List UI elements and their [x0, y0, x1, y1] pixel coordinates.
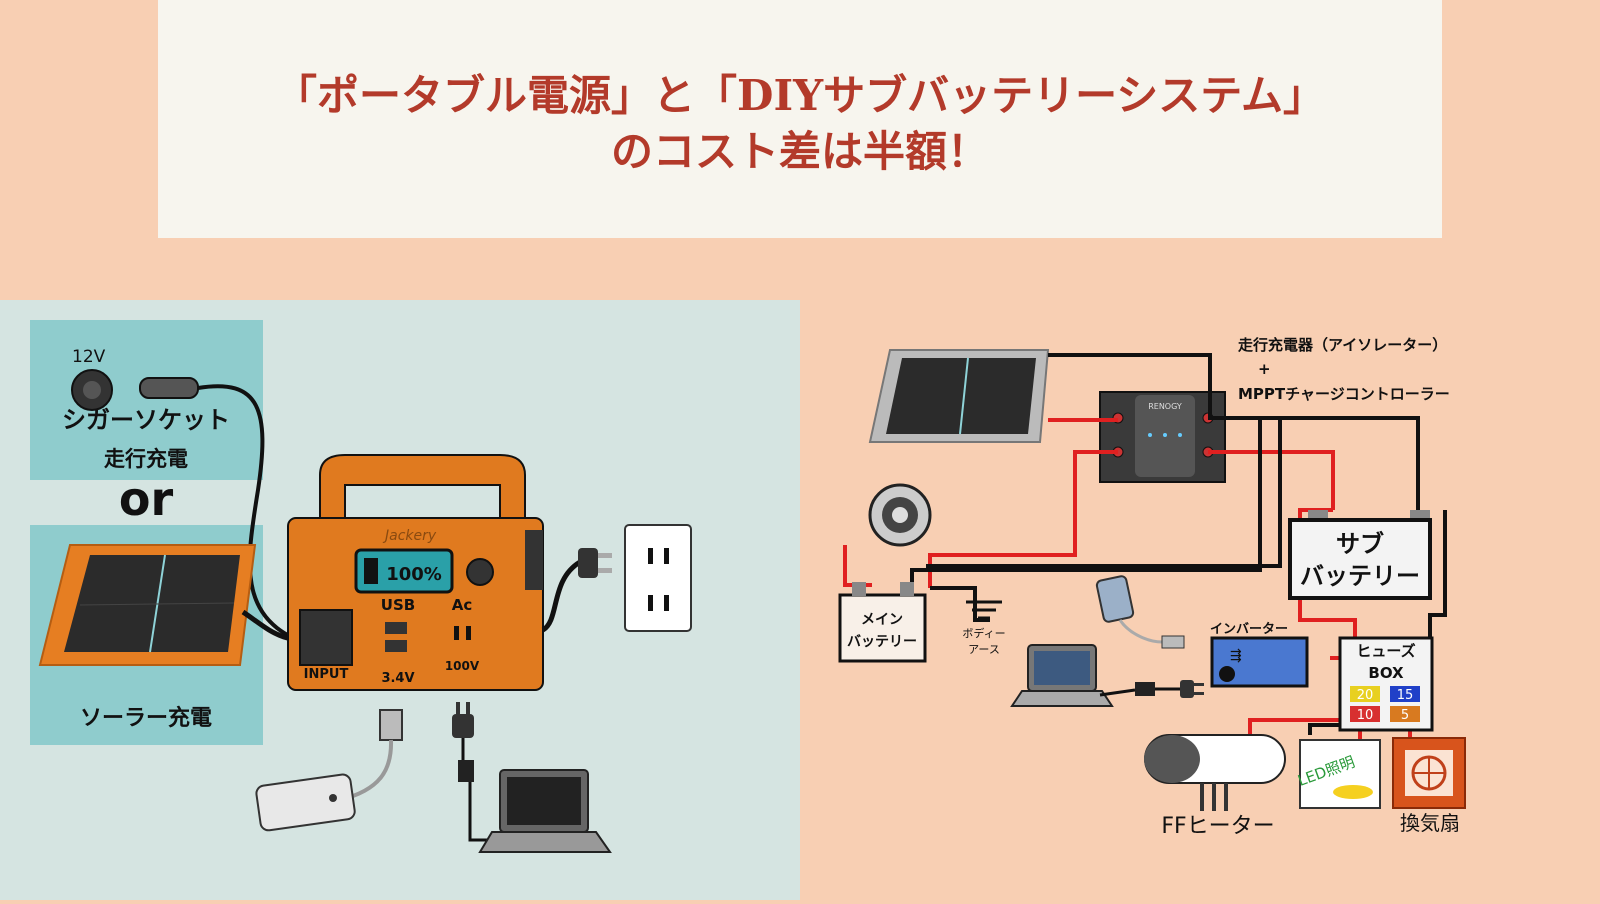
ac-plug-icon [578, 548, 612, 578]
fuse-5-label: 5 [1401, 708, 1409, 723]
ac-power-cable [461, 738, 500, 842]
fuse-20 [1350, 686, 1380, 702]
usb-port-1 [385, 622, 407, 634]
ac-port-icon [466, 626, 471, 640]
ac-cable [541, 559, 582, 633]
inverter-usb-icon: ⇶ [1230, 648, 1242, 664]
side-vent [525, 530, 543, 590]
charger-plus: + [1258, 360, 1271, 378]
input-port [299, 609, 353, 666]
main-battery-terminal [900, 582, 914, 596]
ac-plug-icon [1180, 680, 1204, 698]
main-battery [838, 593, 927, 663]
fuse-20-label: 20 [1357, 688, 1374, 703]
power-station-brand: Jackery [382, 528, 437, 544]
main-battery-label-1: メイン [861, 612, 903, 628]
usb-plug-icon [1161, 635, 1185, 649]
inverter-label: インバーター [1210, 622, 1288, 637]
smartphone-icon [1095, 575, 1135, 623]
charger-label-2: MPPTチャージコントローラー [1238, 385, 1450, 403]
fuse-box-label-2: BOX [1368, 664, 1404, 682]
ac-port-icon [454, 626, 459, 640]
ff-heater-label: FFヒーター [1161, 814, 1274, 839]
body-earth-label-2: アース [968, 643, 1000, 656]
solar-charge-label: ソーラー充電 [80, 705, 212, 731]
fuse-box-label-1: ヒューズ [1356, 642, 1415, 660]
main-battery-label-2: バッテリー [847, 634, 917, 650]
inverter-ac-icon [1219, 666, 1235, 682]
cigar-cable [197, 384, 331, 652]
usb-plug-icon [379, 709, 403, 741]
input-label: INPUT [304, 667, 349, 682]
led-light-icon [1299, 739, 1381, 809]
wall-outlet-icon [624, 524, 692, 632]
smartphone-icon [255, 773, 356, 832]
vent-fan-label: 換気扇 [1400, 811, 1460, 835]
wiring [843, 353, 1447, 745]
battery-display [354, 548, 454, 594]
drive-charge-label: 走行充電 [104, 447, 188, 471]
vent-fan-icon [1392, 737, 1466, 809]
usb-label: USB [381, 596, 415, 614]
sub-battery-terminal [1410, 510, 1430, 520]
sub-battery [1288, 518, 1432, 600]
title-line-2: のコスト差は半額！ [610, 127, 989, 176]
ac-plug-down-icon [452, 702, 474, 738]
fuse-10 [1350, 706, 1380, 722]
voltage-label: 12V [72, 347, 106, 367]
solar-panel-icon [38, 544, 257, 666]
or-label: or [119, 472, 174, 526]
charger-label-1: 走行充電器（アイソレーター） [1238, 336, 1447, 354]
power-button-icon [466, 558, 494, 586]
laptop-icon [478, 769, 612, 853]
battery-percent: 100% [386, 564, 442, 585]
fuse-5 [1390, 706, 1420, 722]
adapter-icon [1135, 682, 1155, 696]
sub-battery-terminal [1308, 510, 1328, 520]
main-battery-terminal [852, 582, 866, 596]
sub-battery-label-1: サブ [1336, 530, 1384, 558]
laptop-cable [1099, 688, 1136, 697]
cigar-socket-icon [71, 369, 113, 411]
adapter-icon [458, 760, 474, 782]
fuse-10-label: 10 [1357, 708, 1374, 723]
fuse-15 [1390, 686, 1420, 702]
usb-voltage-label: 3.4V [381, 671, 414, 686]
diy-system-diagram: RENOGY 走行充電器（アイソレーター） + MPPTチャージコントローラー [838, 336, 1466, 839]
title-line-1: 「ポータブル電源」と「DIYサブバッテリーシステム」 [275, 71, 1325, 120]
sub-battery-label-2: バッテリー [1300, 562, 1420, 590]
ac-label: Ac [452, 596, 473, 614]
title-banner: 「ポータブル電源」と「DIYサブバッテリーシステム」 のコスト差は半額！ [158, 0, 1442, 238]
alternator-icon [868, 483, 932, 547]
cigar-socket-label: シガーソケット [62, 406, 230, 434]
solar-panel-icon [868, 349, 1050, 443]
ff-heater-icon [1144, 734, 1286, 811]
drive-charge-box [30, 320, 263, 480]
cigar-plug-icon [139, 377, 199, 399]
charge-controller [1099, 391, 1226, 483]
fuse-15-label: 15 [1397, 688, 1414, 703]
portable-power-panel: 12V シガーソケット 走行充電 or ソーラー充電 Jackery 100% [0, 300, 800, 900]
portable-power-diagram: 12V シガーソケット 走行充電 or ソーラー充電 Jackery 100% [30, 320, 692, 853]
laptop-icon [1010, 644, 1114, 707]
diy-system-panel: RENOGY 走行充電器（アイソレーター） + MPPTチャージコントローラー [800, 330, 1600, 900]
usb-port-2 [385, 640, 407, 652]
controller-brand: RENOGY [1148, 402, 1182, 411]
body-earth-label-1: ボディー [962, 626, 1005, 640]
phone-cable [1118, 619, 1163, 644]
ac-voltage-label: 100V [445, 659, 480, 673]
ground-icon [966, 600, 1002, 620]
battery-icon [364, 558, 378, 584]
